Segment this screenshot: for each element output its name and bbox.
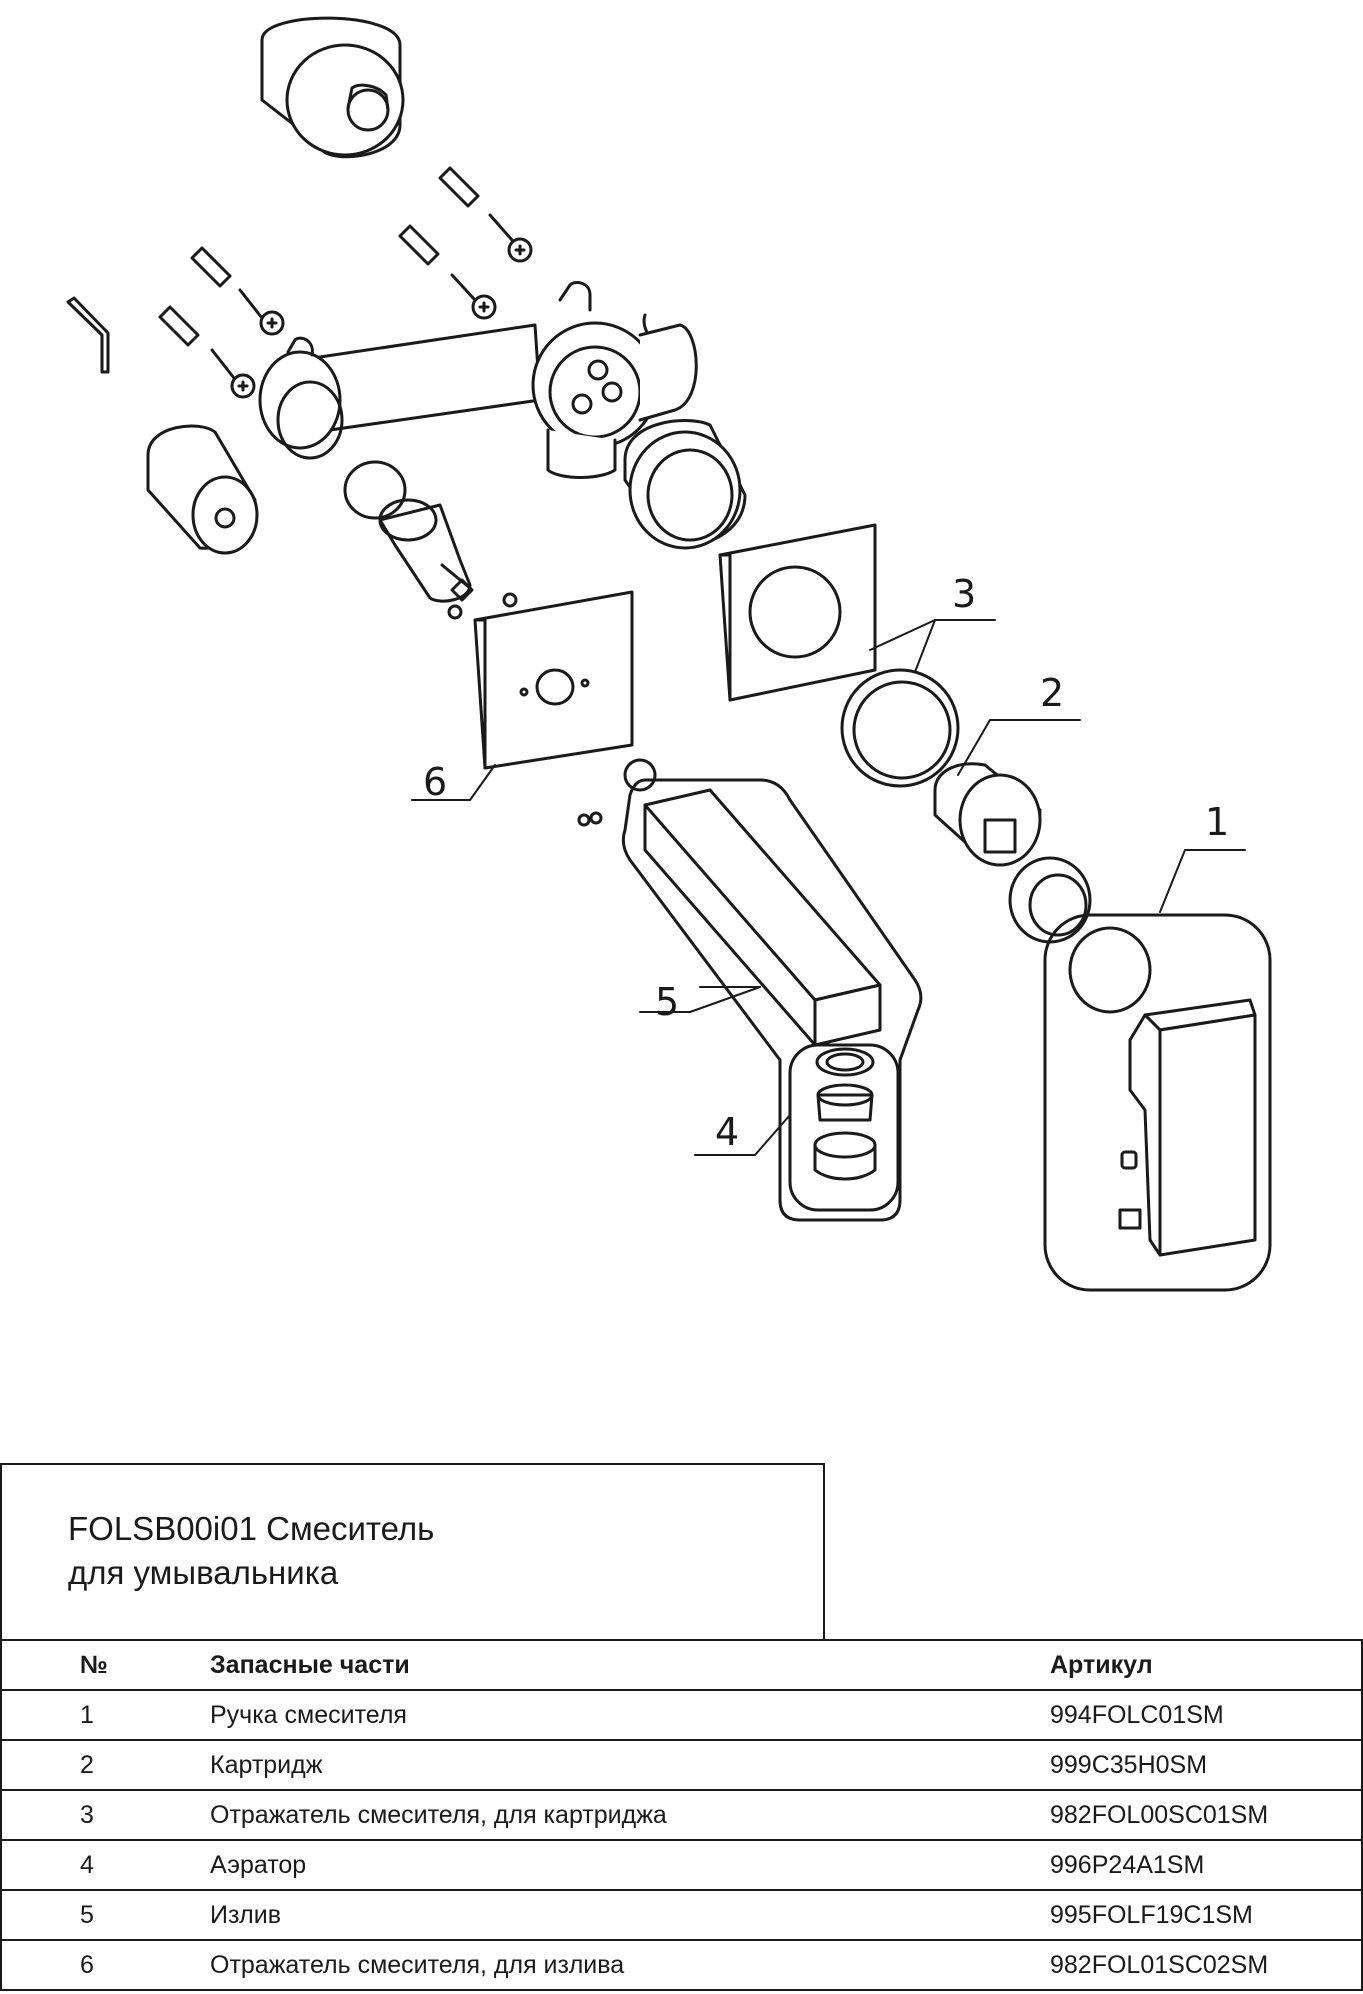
row-name: Ручка смесителя (210, 1689, 1050, 1740)
callout-1: 1 (1205, 800, 1229, 844)
leader-lines (411, 619, 1246, 1156)
o-ring-left (343, 460, 407, 520)
valve-body (258, 281, 698, 479)
row-code: 982FOL01SC02SM (1050, 1939, 1362, 1990)
callout-3: 3 (952, 572, 976, 616)
title-box: FOLSB00i01 Смеситель для умывальника (0, 1463, 825, 1639)
handle-group-outline (1043, 913, 1272, 1292)
spout-group-outline (621, 778, 923, 1222)
row-name: Отражатель смесителя, для картриджа (210, 1789, 1050, 1840)
exploded-view-diagram: 1 2 3 4 5 6 (66, 16, 1272, 1292)
end-cap-top (260, 16, 405, 159)
row-code: 994FOLC01SM (1050, 1689, 1362, 1740)
table-row: 3 Отражатель смесителя, для картриджа 98… (1, 1789, 1362, 1840)
row-number: 6 (1, 1939, 210, 1990)
row-code: 996P24A1SM (1050, 1839, 1362, 1890)
wall-plugs (158, 166, 480, 347)
handle (1068, 926, 1257, 1257)
screws (210, 213, 533, 399)
spout-cover-plate (473, 590, 634, 770)
header-parts: Запасные части (210, 1639, 1050, 1690)
row-name: Отражатель смесителя, для излива (210, 1939, 1050, 1990)
table-header-row: № Запасные части Артикул (1, 1639, 1362, 1690)
lock-nut (1008, 856, 1092, 944)
spindle (378, 498, 474, 603)
hex-key (66, 296, 110, 374)
callout-numbers: 1 2 3 4 5 6 (423, 572, 1229, 1154)
header-article: Артикул (1050, 1639, 1362, 1690)
row-number: 3 (1, 1789, 210, 1840)
cartridge-cover-plate (718, 523, 877, 702)
aerator (813, 1047, 877, 1181)
row-code: 999C35H0SM (1050, 1739, 1362, 1790)
product-title: FOLSB00i01 Смеситель для умывальника (68, 1510, 435, 1591)
table-row: 6 Отражатель смесителя, для излива 982FO… (1, 1939, 1362, 1990)
table-row: 1 Ручка смесителя 994FOLC01SM (1, 1689, 1362, 1740)
header-number: № (1, 1639, 210, 1690)
table-row: 4 Аэратор 996P24A1SM (1, 1839, 1362, 1890)
spout (643, 788, 882, 1047)
table-row: 5 Излив 995FOLF19C1SM (1, 1889, 1362, 1940)
row-code: 982FOL00SC01SM (1050, 1789, 1362, 1840)
row-name: Излив (210, 1889, 1050, 1940)
row-number: 1 (1, 1689, 210, 1740)
row-name: Картридж (210, 1739, 1050, 1790)
row-code: 995FOLF19C1SM (1050, 1889, 1362, 1940)
left-cylinder (146, 424, 259, 555)
table-row: 2 Картридж 999C35H0SM (1, 1739, 1362, 1790)
callout-6: 6 (423, 760, 447, 804)
small-screw-b (447, 604, 463, 620)
spare-parts-table: № Запасные части Артикул 1 Ручка смесите… (0, 1639, 1363, 1991)
cartridge (933, 762, 1042, 867)
o-ring-small (623, 758, 657, 792)
row-number: 4 (1, 1839, 210, 1890)
row-number: 2 (1, 1739, 210, 1790)
small-screw-a (502, 592, 518, 608)
right-sleeve (623, 419, 747, 550)
aerator-group-outline (788, 1043, 900, 1212)
callout-5: 5 (655, 980, 679, 1024)
row-name: Аэратор (210, 1839, 1050, 1890)
row-number: 5 (1, 1889, 210, 1940)
o-ring-3 (840, 668, 960, 788)
callout-4: 4 (715, 1110, 739, 1154)
callout-2: 2 (1040, 671, 1064, 715)
